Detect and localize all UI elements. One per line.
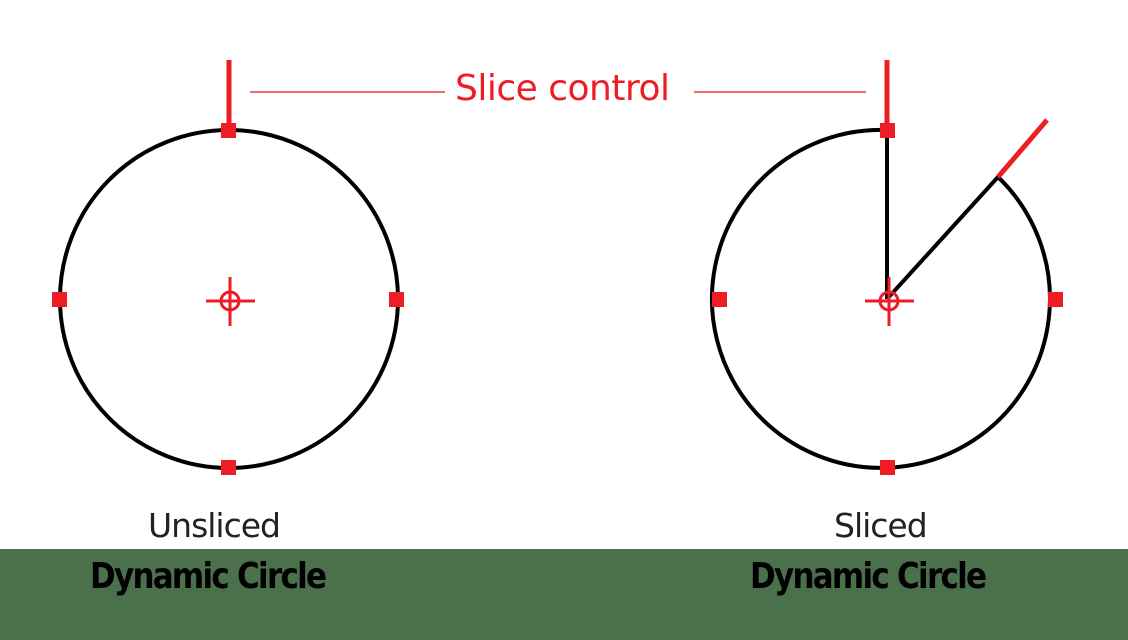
unsliced-label: Unsliced [148, 506, 281, 545]
right-grip-handle[interactable] [1048, 292, 1063, 307]
sliced-title: Dynamic Circle [750, 556, 987, 597]
top-grip-handle[interactable] [880, 123, 895, 138]
bottom-grip-handle[interactable] [880, 460, 895, 475]
slice-edge-end [885, 175, 1000, 301]
sliced-label: Sliced [834, 506, 928, 545]
center-crosshair-icon[interactable] [865, 277, 914, 326]
footer-band [0, 549, 1128, 640]
bottom-grip-handle[interactable] [221, 460, 236, 475]
arc-outline [709, 127, 1052, 470]
left-grip-handle[interactable] [712, 292, 727, 307]
slice-control-end-handle[interactable] [996, 118, 1049, 179]
sliced-circle [709, 60, 1063, 475]
center-crosshair-icon[interactable] [206, 277, 255, 326]
slice-control-callout: Slice control [455, 68, 670, 109]
top-grip-handle[interactable] [221, 123, 236, 138]
left-grip-handle[interactable] [52, 292, 67, 307]
unsliced-circle [52, 60, 404, 475]
unsliced-title: Dynamic Circle [90, 556, 327, 597]
right-grip-handle[interactable] [389, 292, 404, 307]
